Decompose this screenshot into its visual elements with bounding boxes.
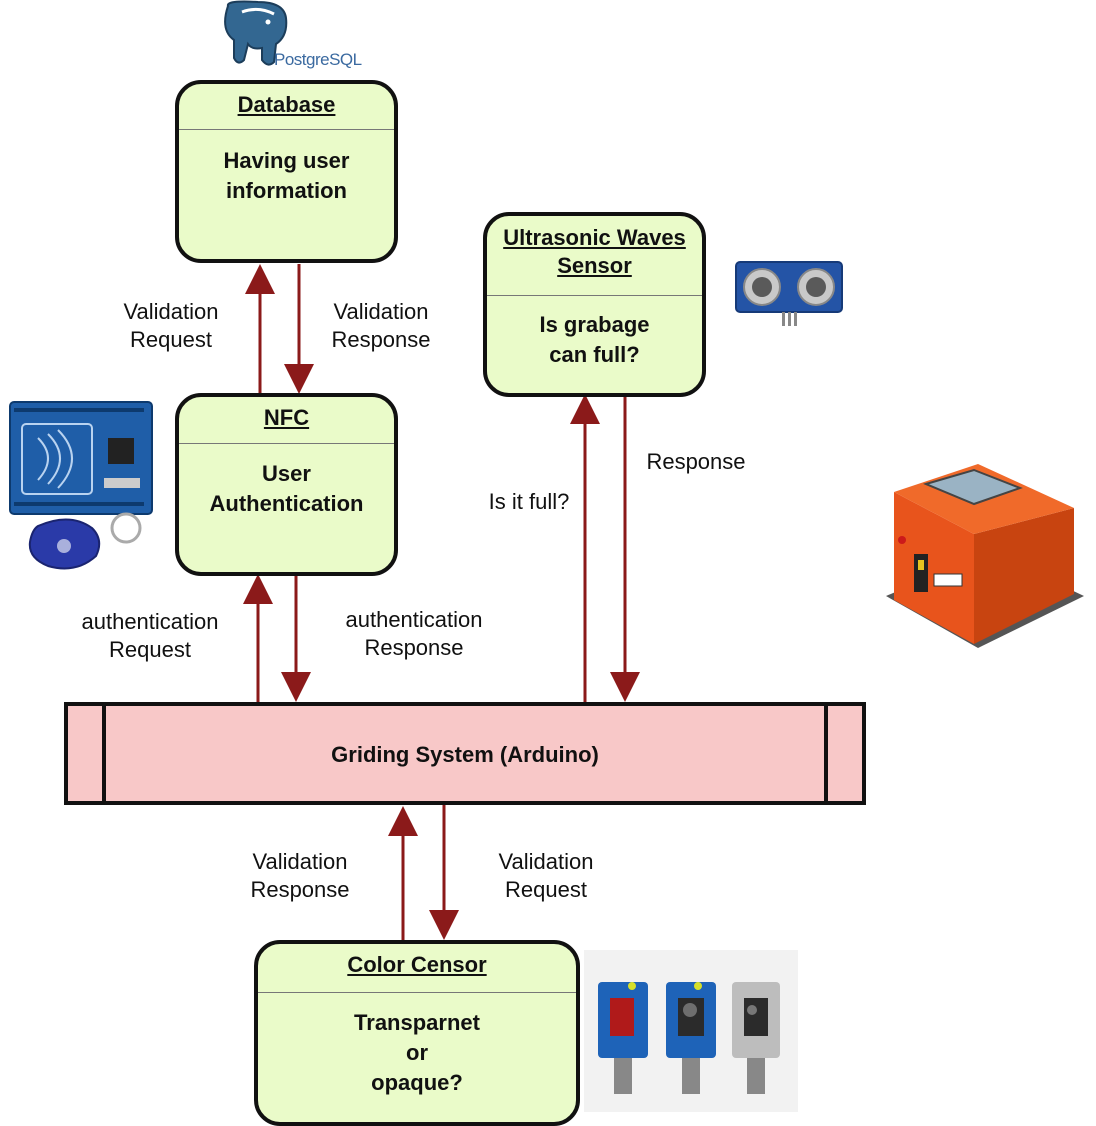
label-line: Validation	[252, 849, 348, 874]
color-sensor-title: Color Censor	[347, 952, 487, 977]
label-line: Request	[505, 877, 587, 902]
hub-left-bar	[102, 706, 106, 801]
database-divider	[179, 129, 394, 130]
ultrasonic-sensor-image	[726, 246, 852, 330]
color-sensor-body: Transparnet or opaque?	[266, 1008, 568, 1098]
label-validation-request-top: Validation Request	[112, 298, 230, 354]
nfc-node: NFC User Authentication	[175, 393, 398, 576]
ultrasonic-title-1: Ultrasonic Waves	[503, 225, 686, 250]
label-line: authentication	[345, 607, 483, 632]
ultrasonic-sensor-icon	[735, 261, 843, 326]
color-sensor-line-3: opaque?	[371, 1070, 463, 1095]
hub-label: Griding System (Arduino)	[331, 742, 599, 767]
color-sensor-node: Color Censor Transparnet or opaque?	[254, 940, 580, 1126]
database-node: Database Having user information	[175, 80, 398, 263]
postgresql-wordmark: PostgreSQL	[274, 50, 362, 69]
label-line: Request	[109, 637, 191, 662]
label-line: Response	[364, 635, 464, 660]
ultrasonic-sensor-node: Ultrasonic Waves Sensor Is grabage can f…	[483, 212, 706, 397]
nfc-title: NFC	[263, 405, 310, 430]
color-sensor-line-2: or	[406, 1040, 428, 1065]
label-line: Validation	[498, 849, 594, 874]
database-line-2: information	[226, 178, 347, 203]
ultrasonic-body: Is grabage can full?	[495, 310, 694, 370]
ultrasonic-line-2: can full?	[549, 342, 640, 367]
ultrasonic-title-2: Sensor	[557, 253, 632, 278]
grinder-machine-image	[878, 448, 1088, 660]
color-sensors-icon	[584, 950, 798, 1112]
nfc-reader-image	[8, 398, 156, 574]
database-body: Having user information	[187, 146, 386, 206]
label-auth-response: authentication Response	[334, 606, 494, 662]
database-line-1: Having user	[223, 148, 350, 173]
label-validation-response-bottom: Validation Response	[240, 848, 360, 904]
label-line: Validation	[123, 299, 219, 324]
key-fob-icon	[28, 512, 142, 570]
ultrasonic-line-1: Is grabage	[539, 312, 650, 337]
ultrasonic-divider	[487, 295, 702, 296]
nfc-divider	[179, 443, 394, 444]
label-line: Request	[130, 327, 212, 352]
color-sensors-image	[584, 950, 798, 1112]
label-is-it-full: Is it full?	[488, 489, 570, 514]
grinder-machine-icon	[886, 464, 1084, 648]
database-title: Database	[237, 92, 336, 117]
label-response: Response	[646, 449, 746, 474]
nfc-line-2: Authentication	[209, 491, 364, 516]
label-auth-request: authentication Request	[70, 608, 230, 664]
nfc-line-1: User	[262, 461, 311, 486]
griding-system-hub: Griding System (Arduino)	[64, 702, 866, 805]
color-sensor-divider	[258, 992, 576, 993]
label-line: Response	[250, 877, 350, 902]
nfc-body: User Authentication	[187, 459, 386, 519]
label-line: authentication	[81, 609, 219, 634]
hub-right-bar	[824, 706, 828, 801]
label-validation-response-top: Validation Response	[322, 298, 440, 354]
postgresql-logo: PostgreSQL	[218, 0, 378, 72]
nfc-board-icon	[9, 401, 153, 570]
color-sensor-line-1: Transparnet	[354, 1010, 480, 1035]
label-line: Response	[331, 327, 431, 352]
label-validation-request-bottom: Validation Request	[486, 848, 606, 904]
label-line: Validation	[333, 299, 429, 324]
elephant-icon	[224, 0, 288, 66]
